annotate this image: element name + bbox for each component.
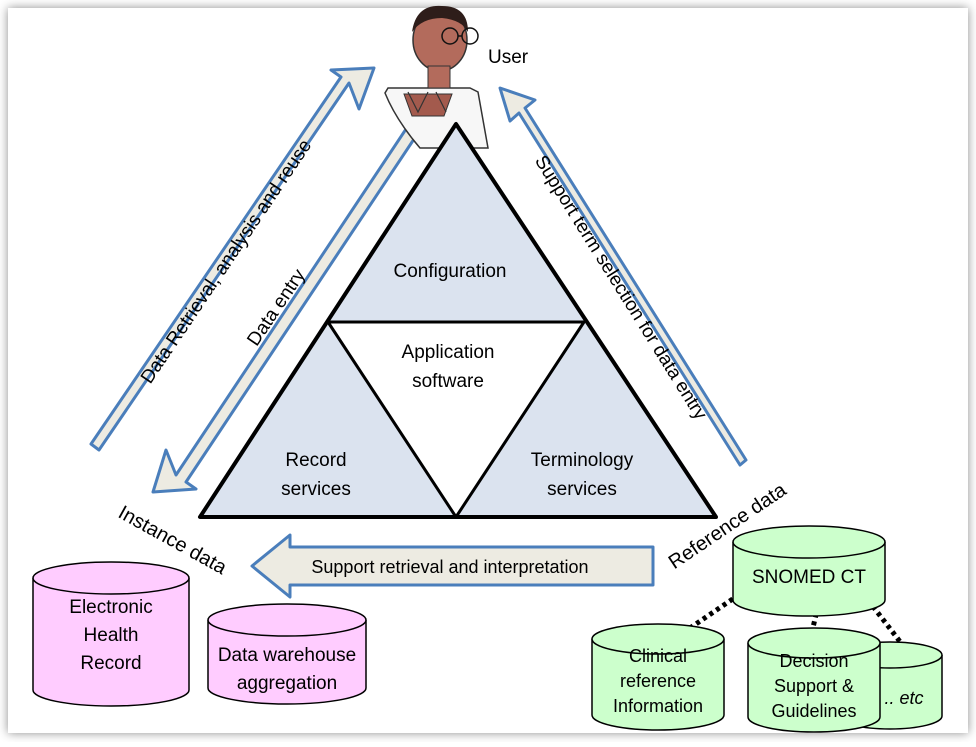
ehr-database [32,561,190,707]
record-services-line1: Record [285,450,346,471]
clinical-label-line3: Information [613,696,703,716]
warehouse-label-line2: aggregation [237,673,337,694]
snomed-database [732,525,886,617]
user-label: User [488,47,529,68]
record-services-line2: services [281,479,351,500]
arrow-retrieval-shape [89,66,376,452]
warehouse-label-line1: Data warehouse [218,645,356,666]
inner-triangle [326,320,586,519]
arrow-interpretation-shape [250,533,655,599]
triangle-group [198,122,718,519]
terminology-services-line2: services [547,479,617,500]
etc-label: .. etc [884,688,923,708]
warehouse-database [207,603,367,705]
decision-label-line3: Guidelines [771,701,856,721]
application-label-line2: software [412,371,484,392]
decision-label-line1: Decision [779,651,848,671]
ehr-label-line2: Health [84,625,139,646]
ehr-label-line1: Electronic [69,597,152,618]
arrow-entry-shape [151,106,432,494]
decision-database [747,627,881,733]
ehr-label-line3: Record [80,653,141,674]
terminology-services-line1: Terminology [531,450,634,471]
snomed-label: SNOMED CT [752,567,866,588]
arrow-interpretation: Support retrieval and interpretation [250,533,655,599]
configuration-label: Configuration [393,261,506,282]
arrow-interpretation-label: Support retrieval and interpretation [311,557,588,577]
decision-label-line2: Support & [774,676,854,696]
clinical-label-line2: reference [620,671,696,691]
clinical-label-line1: Clinical [629,646,687,666]
application-label-line1: Application [402,342,495,363]
user-doctor-icon [384,5,489,149]
arrow-term-shape [498,86,748,467]
clinical-database [591,623,725,731]
